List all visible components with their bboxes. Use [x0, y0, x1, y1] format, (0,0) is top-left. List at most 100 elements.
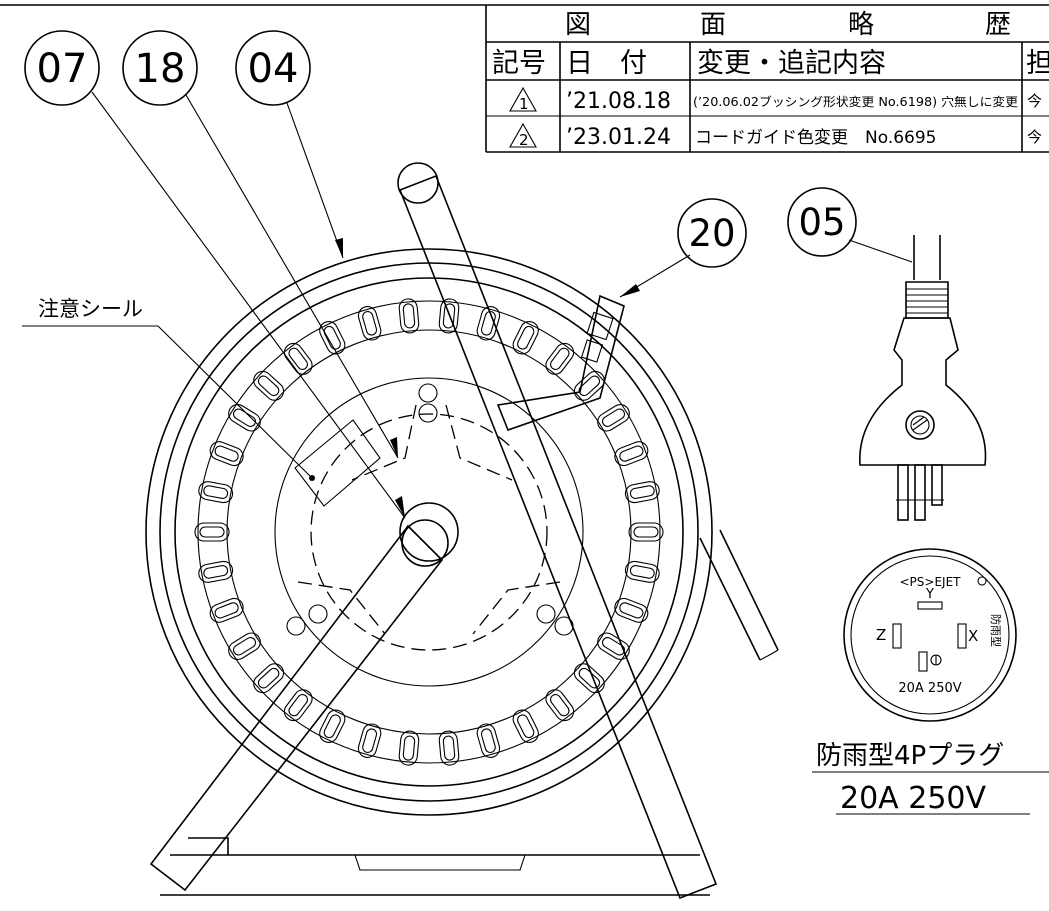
vent-slot-inner — [214, 602, 239, 619]
vent-slot — [283, 689, 313, 722]
table-title-char-3: 略 — [848, 10, 874, 40]
vent-slot — [628, 522, 664, 542]
revision-table: 図 面 略 歴 記号 日 付 変更・追記内容 担 1 ’21.08.18 (’2… — [0, 4, 1049, 153]
vent-slot — [198, 481, 234, 504]
table-title-char-1: 図 — [565, 10, 591, 40]
vent-slot — [319, 321, 346, 355]
svg-text:18: 18 — [135, 46, 186, 92]
vent-slot-inner — [578, 375, 601, 397]
vent-slot — [476, 723, 501, 758]
vent-slot-inner — [362, 311, 378, 336]
vent-slot-inner — [480, 728, 496, 753]
caution-seal-leader — [22, 325, 315, 481]
vent-slot-inner — [517, 325, 535, 350]
vent-slot-inner — [619, 445, 644, 462]
vent-slot-inner — [288, 694, 308, 717]
vent-slot-inner — [257, 375, 280, 397]
header-content: 変更・追記内容 — [697, 48, 886, 79]
svg-text:07: 07 — [37, 46, 88, 92]
vent-slot-inner — [633, 526, 659, 538]
caution-seal — [294, 419, 381, 507]
svg-text:2: 2 — [519, 131, 529, 149]
revision-person-2: 今 — [1027, 128, 1042, 146]
vent-slot — [209, 597, 244, 623]
header-mark: 記号 — [492, 48, 546, 79]
header-date: 日 付 — [566, 48, 647, 79]
balloon-07: 07 — [24, 30, 100, 106]
vent-slot-inner — [578, 667, 601, 689]
vent-slot — [398, 730, 420, 766]
balloon-05: 05 — [787, 187, 857, 257]
vent-slot — [476, 306, 501, 341]
header-person: 担 — [1026, 48, 1049, 79]
plug-face-rating: 20A 250V — [898, 681, 961, 696]
vent-slot-inner — [550, 694, 570, 717]
vent-slot — [614, 597, 649, 623]
vent-slot-inner — [233, 408, 257, 427]
vent-slot-inner — [402, 735, 416, 761]
plug-type-label: 防雨型4Pプラグ — [816, 741, 1004, 771]
vent-slot — [545, 342, 575, 375]
vent-slot-inner — [288, 347, 308, 370]
vent-slot — [253, 663, 285, 694]
vent-slot — [357, 723, 382, 758]
ventilation-slots — [194, 298, 664, 766]
vent-slot — [198, 560, 234, 583]
svg-text:1: 1 — [519, 95, 529, 113]
vent-slot — [624, 481, 660, 504]
vent-slot-inner — [323, 714, 341, 739]
vent-slot — [228, 404, 261, 432]
vent-slot-inner — [619, 602, 644, 619]
pin-z-label: Z — [876, 626, 886, 644]
plug-face: <PS>EJET Y Z X 防雨型 20A 250V — [843, 548, 1017, 722]
vent-slot — [253, 370, 285, 401]
vent-slot-inner — [233, 637, 257, 656]
stand-frame — [149, 162, 779, 900]
vent-slot-inner — [214, 445, 239, 462]
vent-slot-inner — [442, 303, 456, 329]
vent-slot — [614, 441, 649, 467]
revision-mark-1: 1 — [509, 86, 537, 113]
caution-seal-label: 注意シール — [38, 297, 143, 321]
vent-slot — [283, 342, 313, 375]
vent-slot — [194, 522, 230, 542]
vent-slot-inner — [601, 408, 625, 427]
svg-text:20: 20 — [688, 212, 735, 255]
revision-date-2: ’23.01.24 — [566, 125, 671, 150]
vent-slot-inner — [550, 347, 570, 370]
balloon-18: 18 — [122, 30, 198, 106]
vent-slot-inner — [629, 485, 655, 499]
vent-slot-inner — [362, 728, 378, 753]
table-title-char-4: 歴 — [985, 10, 1011, 40]
vent-slot — [624, 560, 660, 583]
vent-slot — [545, 689, 575, 722]
plug-side-view — [859, 235, 987, 521]
pin-y-label: Y — [925, 587, 934, 602]
pin-x-label: X — [968, 627, 978, 645]
vent-slot-inner — [203, 485, 229, 499]
balloon-20: 20 — [677, 198, 747, 268]
vent-slot — [319, 709, 346, 743]
vent-slot-inner — [629, 565, 655, 579]
vent-slot-inner — [323, 325, 341, 350]
vent-slot — [209, 441, 244, 467]
balloon-04: 04 — [235, 30, 311, 106]
svg-text:04: 04 — [248, 46, 299, 92]
revision-date-1: ’21.08.18 — [566, 89, 671, 114]
vent-slot — [512, 709, 539, 743]
vent-slot — [573, 663, 605, 694]
vent-slot-inner — [203, 565, 229, 579]
vent-slot — [597, 404, 630, 432]
revision-content-1: (’20.06.02ブッシング形状変更 No.6198) 穴無しに変更 — [693, 94, 1018, 109]
plug-face-marking: <PS>EJET — [900, 575, 962, 589]
vent-slot — [512, 321, 539, 355]
revision-content-2: コードガイド色変更 No.6695 — [695, 128, 937, 148]
vent-slot-inner — [442, 735, 456, 761]
vent-slot-inner — [257, 667, 280, 689]
vent-slot-inner — [517, 714, 535, 739]
hub-spokes — [286, 383, 574, 636]
vent-slot — [228, 632, 261, 660]
vent-slot-inner — [402, 303, 416, 329]
vent-slot-inner — [480, 311, 496, 336]
